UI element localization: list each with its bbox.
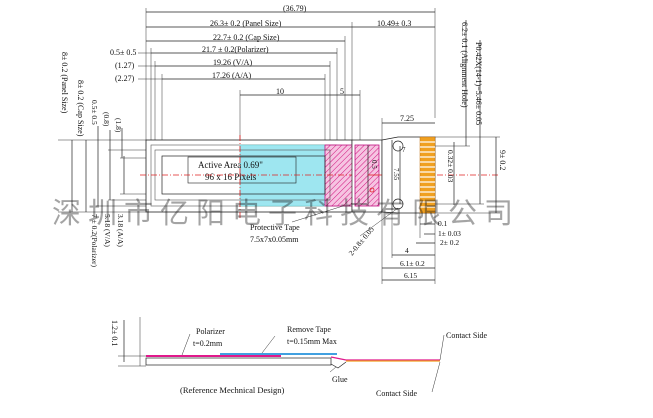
dim-10: 10 xyxy=(276,87,284,96)
polarizer-thickness: t=0.2mm xyxy=(193,339,223,348)
right-dim-032: 0.32± 0.03 xyxy=(446,150,455,182)
dim-polarizer: 21.7 ± 0.2(Polarizer) xyxy=(202,45,269,54)
tape-size: 7.5x7x0.05mm xyxy=(250,235,299,244)
side-thickness: 1.2± 0.1 xyxy=(110,320,119,346)
side-view: 1.2± 0.1 Polarizer t=0.2mm Remove Tape t… xyxy=(110,317,488,398)
contact-side-top: Contact Side xyxy=(446,331,488,340)
dim-5: 5 xyxy=(340,87,344,96)
fpc-dim-755: 7.55 xyxy=(392,168,400,181)
right-dim-9: 9± 0.2 xyxy=(498,150,507,170)
bottom-dim-615: 6.15 xyxy=(404,271,417,280)
dim-va: 19.26 (V/A) xyxy=(213,58,252,67)
contact-side-bottom: Contact Side xyxy=(376,389,418,398)
left-cap-size: 8± 0.2 (Cap Size) xyxy=(76,80,85,137)
left-dimensions: 8± 0.2 (Panel Size) 8± 0.2 (Cap Size) 0.… xyxy=(58,52,146,268)
dim-cap-size: 22.7± 0.2 (Cap Size) xyxy=(213,33,280,42)
remove-tape-label: Remove Tape xyxy=(287,325,331,334)
dim-offset-227: (2.27) xyxy=(115,74,135,83)
left-va: 5.18 (V/A) xyxy=(103,214,112,247)
bottom-dim-2: 2± 0.2 xyxy=(440,238,459,247)
polarizer-label: Polarizer xyxy=(196,327,225,336)
right-alignment-hole: 6.2± 0.1 (Alignment Hole) xyxy=(460,22,469,108)
dim-offset-05: 0.5± 0.5 xyxy=(110,48,136,57)
right-pitch: P0.42X(14-1)=5.46± 0.05 xyxy=(474,42,483,125)
top-dimensions: (36.79) 26.3± 0.2 (Panel Size) 10.49± 0.… xyxy=(110,4,436,140)
left-panel-size: 8± 0.2 (Panel Size) xyxy=(60,52,69,114)
dim-tail: 10.49± 0.3 xyxy=(377,19,411,28)
pixel-count-label: 96 x 16 Pixels xyxy=(205,172,257,182)
tape-label: Protective Tape xyxy=(250,223,300,232)
dim-aa: 17.26 (A/A) xyxy=(212,71,251,80)
dim-fpc-width: 7.25 xyxy=(400,114,414,123)
fpc-connector: 7 7.55 xyxy=(381,136,436,214)
dim-overall: (36.79) xyxy=(283,4,307,13)
active-area-label: Active Area 0.69" xyxy=(198,160,263,170)
right-dimensions: 9± 0.2 6.2± 0.1 (Alignment Hole) P0.42X(… xyxy=(435,20,507,214)
left-offset-18: (1.8) xyxy=(114,118,123,133)
alignment-hole-top xyxy=(392,140,404,152)
watermark: 深圳市亿阳电子科技有限公司 xyxy=(52,197,520,230)
alignment-hole-bottom xyxy=(392,198,404,210)
fpc-gold-fingers xyxy=(419,136,436,214)
cyan-active-region xyxy=(239,144,326,207)
side-glass xyxy=(145,357,332,366)
side-view-caption: (Reference Mechnical Design) xyxy=(180,385,284,395)
bottom-dim-4: 4 xyxy=(405,246,409,255)
bottom-dim-01: 0.1 xyxy=(438,219,448,228)
bottom-dim-1: 1± 0.03 xyxy=(438,229,461,238)
glue-label: Glue xyxy=(332,375,348,384)
left-offset-05: 0.5± 0.5 xyxy=(90,100,99,125)
remove-tape-thickness: t=0.15mm Max xyxy=(287,337,337,346)
display-panel: Active Area 0.69" 96 x 16 Pixels 0.5 xyxy=(140,135,500,218)
dim-panel-size: 26.3± 0.2 (Panel Size) xyxy=(210,19,282,28)
left-offset-08: (0.8) xyxy=(102,112,111,127)
fpc-dim-7: 7 xyxy=(402,146,406,154)
left-polarizer: 7 ± 0.2(Polarizer) xyxy=(90,214,99,268)
left-aa: 3.18 (A/A) xyxy=(116,214,125,247)
protective-tape-callout: Protective Tape 7.5x7x0.05mm xyxy=(250,205,344,244)
bottom-dim-61: 6.1± 0.2 xyxy=(400,259,425,268)
dim-side-small: 0.5 xyxy=(370,160,378,169)
dim-offset-127: (1.27) xyxy=(115,61,135,70)
active-area-label-box xyxy=(187,156,297,184)
